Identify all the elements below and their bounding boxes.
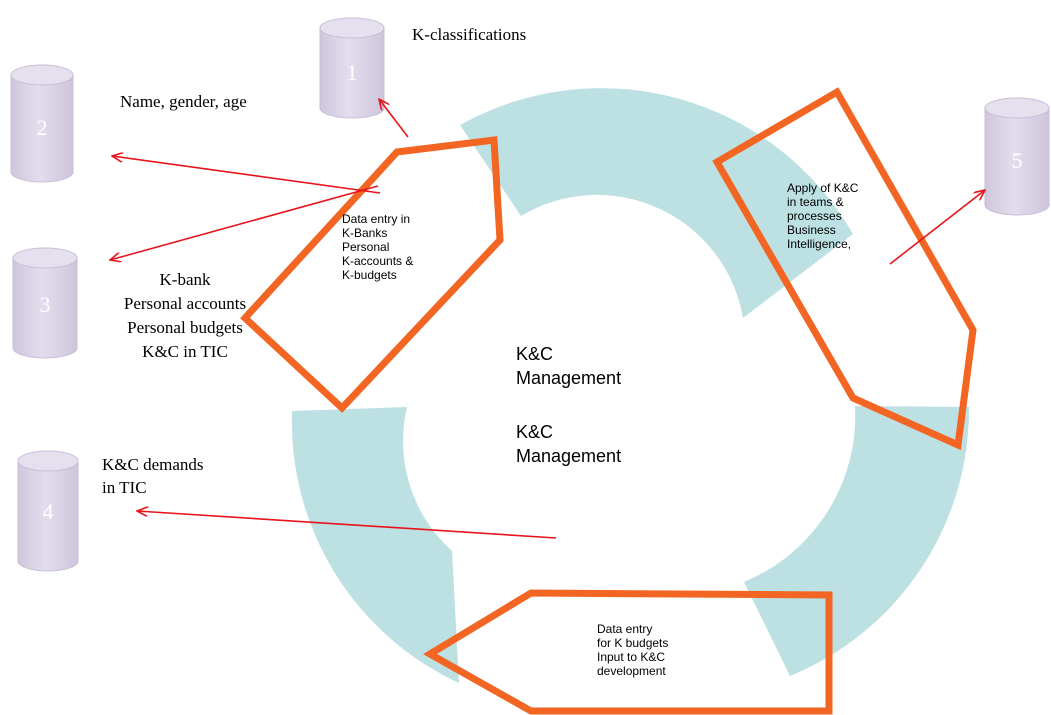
arrow-to-database-2: [112, 156, 381, 194]
database-1-number: 1: [347, 60, 358, 85]
pentagon-apply-kc: [712, 87, 977, 451]
cycle-ring: [291, 88, 970, 683]
connector-arrows: [110, 99, 985, 539]
database-1: 1: [319, 17, 385, 119]
database-2-number: 2: [37, 115, 48, 140]
database-4-number: 4: [43, 499, 54, 524]
center-label-1: K&C Management: [516, 344, 622, 388]
database-1-label: K-classifications: [412, 25, 527, 44]
pentagon-data-entry-k-banks: [240, 136, 504, 413]
database-4: 4: [17, 450, 79, 572]
center-label-2: K&C Management: [516, 422, 622, 466]
pentagon-apply-kc-text: Apply of K&C in teams & processes Busine…: [787, 181, 859, 251]
ring-segment-top: [460, 88, 853, 318]
database-5-body: [984, 107, 1050, 216]
arrow-to-database-5: [889, 190, 985, 265]
database-3-top: [12, 247, 78, 269]
database-2-top: [10, 64, 74, 86]
database-4-body: [17, 460, 79, 572]
database-3: 3: [12, 247, 78, 359]
database-1-top: [319, 17, 385, 39]
database-5: 5: [984, 97, 1050, 216]
database-3-body: [12, 257, 78, 359]
database-3-number: 3: [40, 292, 51, 317]
database-5-number: 5: [1012, 148, 1023, 173]
database-2-label: Name, gender, age: [120, 92, 247, 111]
database-2: 2: [10, 64, 74, 183]
database-5-top: [984, 97, 1050, 119]
arrow-to-database-3: [110, 185, 379, 260]
ring-segment-right: [744, 406, 970, 676]
database-3-label: K-bank Personal accounts Personal budget…: [123, 270, 247, 361]
pentagon-data-entry-budgets: [423, 589, 833, 715]
database-4-label: K&C demands in TIC: [102, 455, 204, 497]
pentagon-data-entry-budgets-text: Data entry for K budgets Input to K&C de…: [597, 622, 669, 678]
ring-segment-left: [291, 407, 459, 683]
pentagon-data-entry-k-banks-text: Data entry in K-Banks Personal K-account…: [342, 212, 414, 282]
database-4-top: [17, 450, 79, 472]
arrow-to-database-1: [379, 99, 409, 138]
arrow-to-database-4: [137, 511, 557, 539]
pentagon-outlines: [240, 87, 977, 715]
database-2-body: [10, 74, 74, 183]
